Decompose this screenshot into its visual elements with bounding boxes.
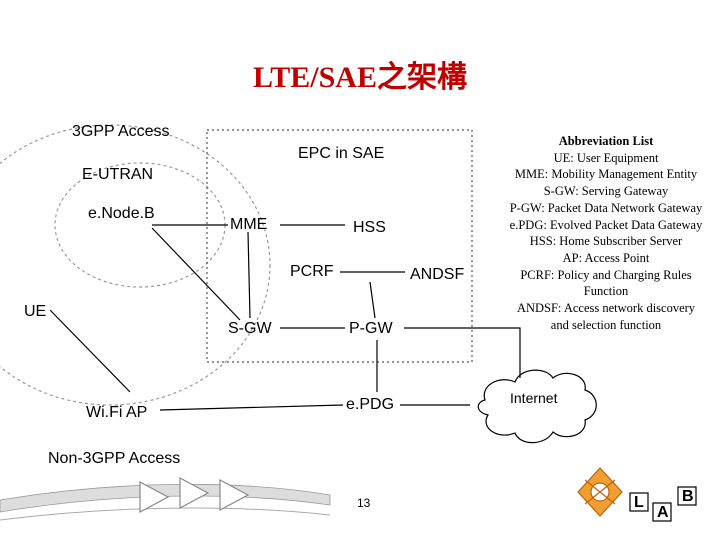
lab-letter-boxes [629,486,697,522]
internet-cloud [477,369,597,444]
node-mme: MME [230,216,268,233]
node-enodeb: e.Node.B [88,205,155,222]
epc-boundary [206,129,473,363]
decorative-ribbon [0,476,331,521]
logo-letter-a: A [657,504,669,521]
abbreviation-heading: Abbreviation List [558,134,654,148]
node-epdg: e.PDG [346,396,395,413]
page-number: 13 [357,496,371,510]
arrow-icon [139,480,170,514]
node-pgw: P-GW [349,320,393,337]
abbreviation-line: HSS: Home Subscriber Server [529,234,683,249]
page-title: LTE/SAE之架構 [253,61,467,94]
logo-letter-b: B [682,488,694,505]
abbreviation-line: Function [583,284,629,299]
abbreviation-line: e.PDG: Evolved Packet Data Gateway [509,217,703,232]
node-internet: Internet [510,390,558,406]
abbreviation-line: S-GW: Serving Gateway [543,184,669,199]
3gpp-access-ellipse [0,124,271,406]
node-andsf: ANDSF [410,266,465,283]
label-3gpp-access: 3GPP Access [72,123,170,140]
node-sgw: S-GW [228,320,272,337]
abbreviation-line: AP: Access Point [562,250,650,265]
arrow-icon [219,478,250,512]
abbreviation-line: PCRF: Policy and Charging Rules [520,267,692,282]
label-eutran: E-UTRAN [82,166,154,183]
label-epc: EPC in SAE [298,145,385,162]
label-non-3gpp-access: Non-3GPP Access [48,450,181,467]
link-mme-sgw [247,231,251,319]
abbreviation-line: UE: User Equipment [553,150,659,165]
abbreviation-line: MME: Mobility Management Entity [514,167,698,182]
node-pcrf: PCRF [290,263,334,280]
link-ue-wifi [49,309,131,393]
lab-logo-icon [577,467,623,517]
link-pgw-internet [404,327,521,378]
arrow-icon [179,476,210,510]
connection-lines [49,224,521,411]
link-pcrf-pgw [369,281,376,319]
node-ue: UE [24,303,47,320]
node-hss: HSS [353,219,386,236]
node-wifi-ap: Wi.Fi AP [86,404,148,421]
abbreviation-list: Abbreviation List UE: User Equipment MME… [490,133,720,333]
link-wifi-epdg [159,404,344,411]
abbreviation-line: ANDSF: Access network discovery [516,301,696,316]
logo-letter-l: L [634,494,644,511]
link-enodeb-sgw [151,227,241,321]
abbreviation-line: P-GW: Packet Data Network Gateway [509,200,703,215]
abbreviation-line: and selection function [550,317,662,332]
